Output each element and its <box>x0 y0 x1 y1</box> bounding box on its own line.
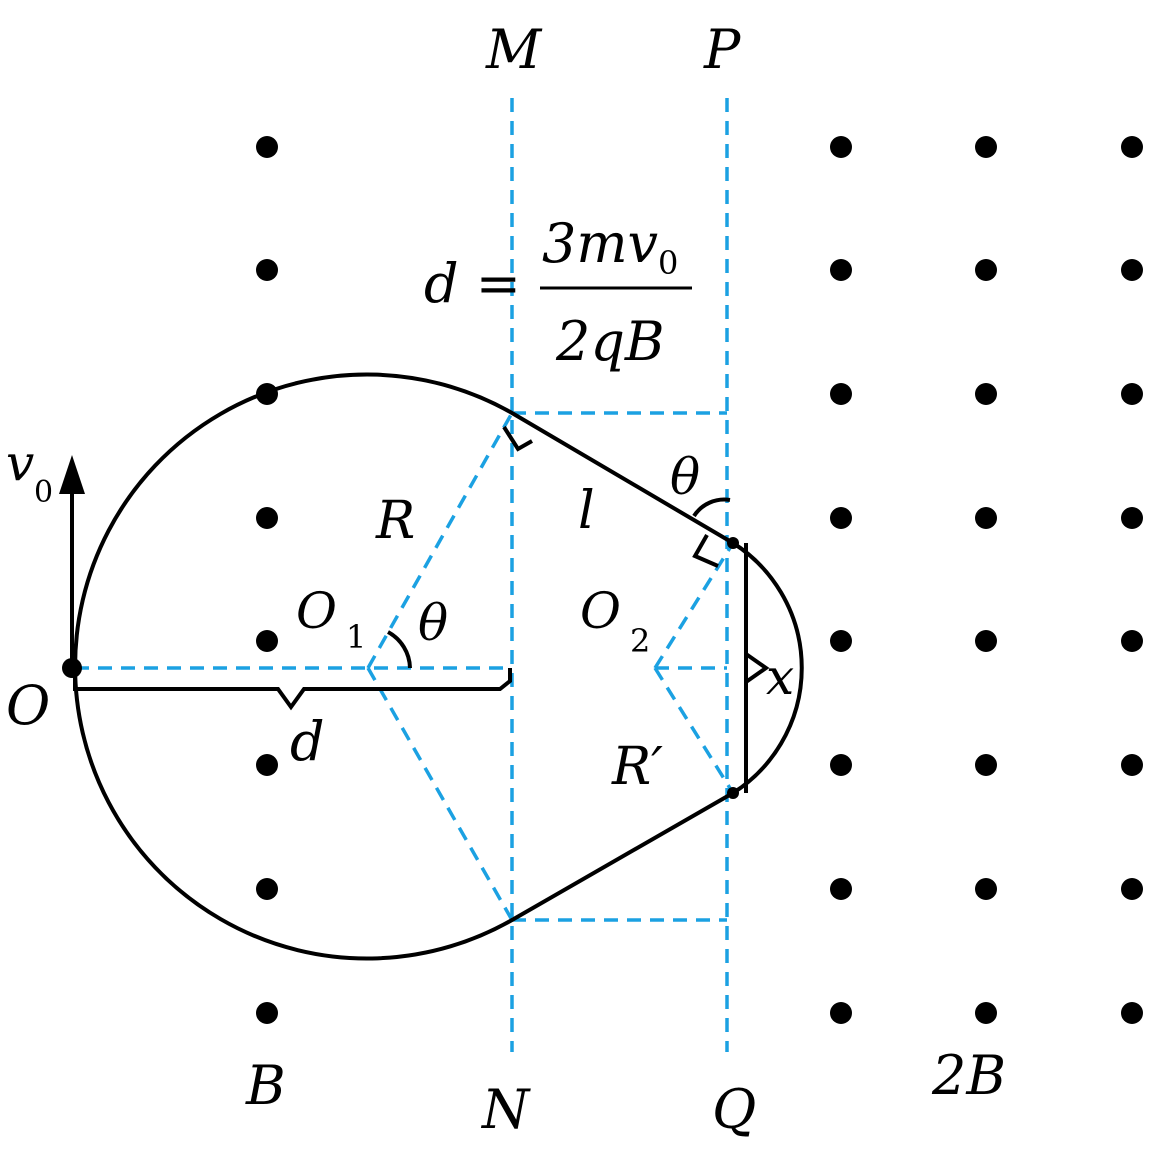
field-dot <box>830 259 852 281</box>
field-dot <box>256 878 278 900</box>
point-pq-lower <box>727 787 739 799</box>
field-dot <box>975 630 997 652</box>
field-dot <box>1121 383 1143 405</box>
formula-numerator-sub: 0 <box>658 244 678 282</box>
angle-arc-theta-pq <box>692 497 731 518</box>
label-theta-o1: θ <box>418 594 448 652</box>
field-dot <box>1121 136 1143 158</box>
label-p: P <box>703 18 742 81</box>
field-dot <box>830 1002 852 1024</box>
field-dot <box>1121 878 1143 900</box>
field-dot <box>975 136 997 158</box>
label-x: x <box>766 648 794 706</box>
particle-trajectory <box>73 372 804 961</box>
field-dot <box>256 630 278 652</box>
field-dot <box>830 878 852 900</box>
brace-x <box>744 652 770 684</box>
brace-d <box>73 668 512 711</box>
label-field-2b: 2B <box>931 1044 1006 1107</box>
formula-numerator: 3mv <box>542 212 658 275</box>
label-r-prime: R′ <box>611 737 663 797</box>
label-d: d <box>290 710 325 773</box>
field-dot <box>1121 1002 1143 1024</box>
field-dot <box>975 754 997 776</box>
field-dot <box>1121 507 1143 529</box>
field-dot <box>975 507 997 529</box>
label-o1-sub: 1 <box>346 618 366 656</box>
label-o: O <box>6 674 50 737</box>
label-v0-sub: 0 <box>34 475 53 510</box>
field-dot <box>256 259 278 281</box>
label-o2: O <box>580 582 621 640</box>
radius-r-lower <box>366 667 514 921</box>
formula-lhs: d = <box>424 252 521 315</box>
formula-denominator: 2qB <box>555 310 665 373</box>
field-dot <box>256 1002 278 1024</box>
field-dot <box>975 1002 997 1024</box>
field-dot <box>256 136 278 158</box>
field-dot <box>975 259 997 281</box>
field-dot <box>830 383 852 405</box>
label-m: M <box>485 18 543 81</box>
radius-r-prime-upper <box>653 542 735 669</box>
right-angle-marker-upper <box>502 425 533 452</box>
v0-arrowhead <box>59 455 85 494</box>
field-dot <box>1121 259 1143 281</box>
label-l: l <box>578 481 595 541</box>
field-dot <box>830 507 852 529</box>
field-dot <box>830 630 852 652</box>
right-angle-marker-right <box>692 534 719 568</box>
label-n: N <box>480 1078 531 1141</box>
point-pq-upper <box>727 537 739 549</box>
field-dot <box>256 754 278 776</box>
field-dot <box>830 136 852 158</box>
label-o1: O <box>296 582 337 640</box>
field-dots <box>256 136 1143 1024</box>
field-dot <box>830 754 852 776</box>
label-o2-sub: 2 <box>630 622 650 660</box>
label-r: R <box>375 491 415 551</box>
point-o <box>62 658 82 678</box>
radius-r-upper <box>366 412 514 669</box>
field-dot <box>975 878 997 900</box>
angle-arc-theta-o1 <box>386 630 412 669</box>
field-dot <box>1121 630 1143 652</box>
radius-r-prime-lower <box>653 667 735 794</box>
field-dot <box>975 383 997 405</box>
field-dot <box>1121 754 1143 776</box>
formula-d: d = 3mv 0 2qB <box>424 212 692 373</box>
label-field-b: B <box>245 1054 286 1117</box>
field-dot <box>256 507 278 529</box>
label-q: Q <box>712 1078 756 1141</box>
label-theta-pq: θ <box>670 448 700 506</box>
label-v0: v <box>6 434 34 492</box>
